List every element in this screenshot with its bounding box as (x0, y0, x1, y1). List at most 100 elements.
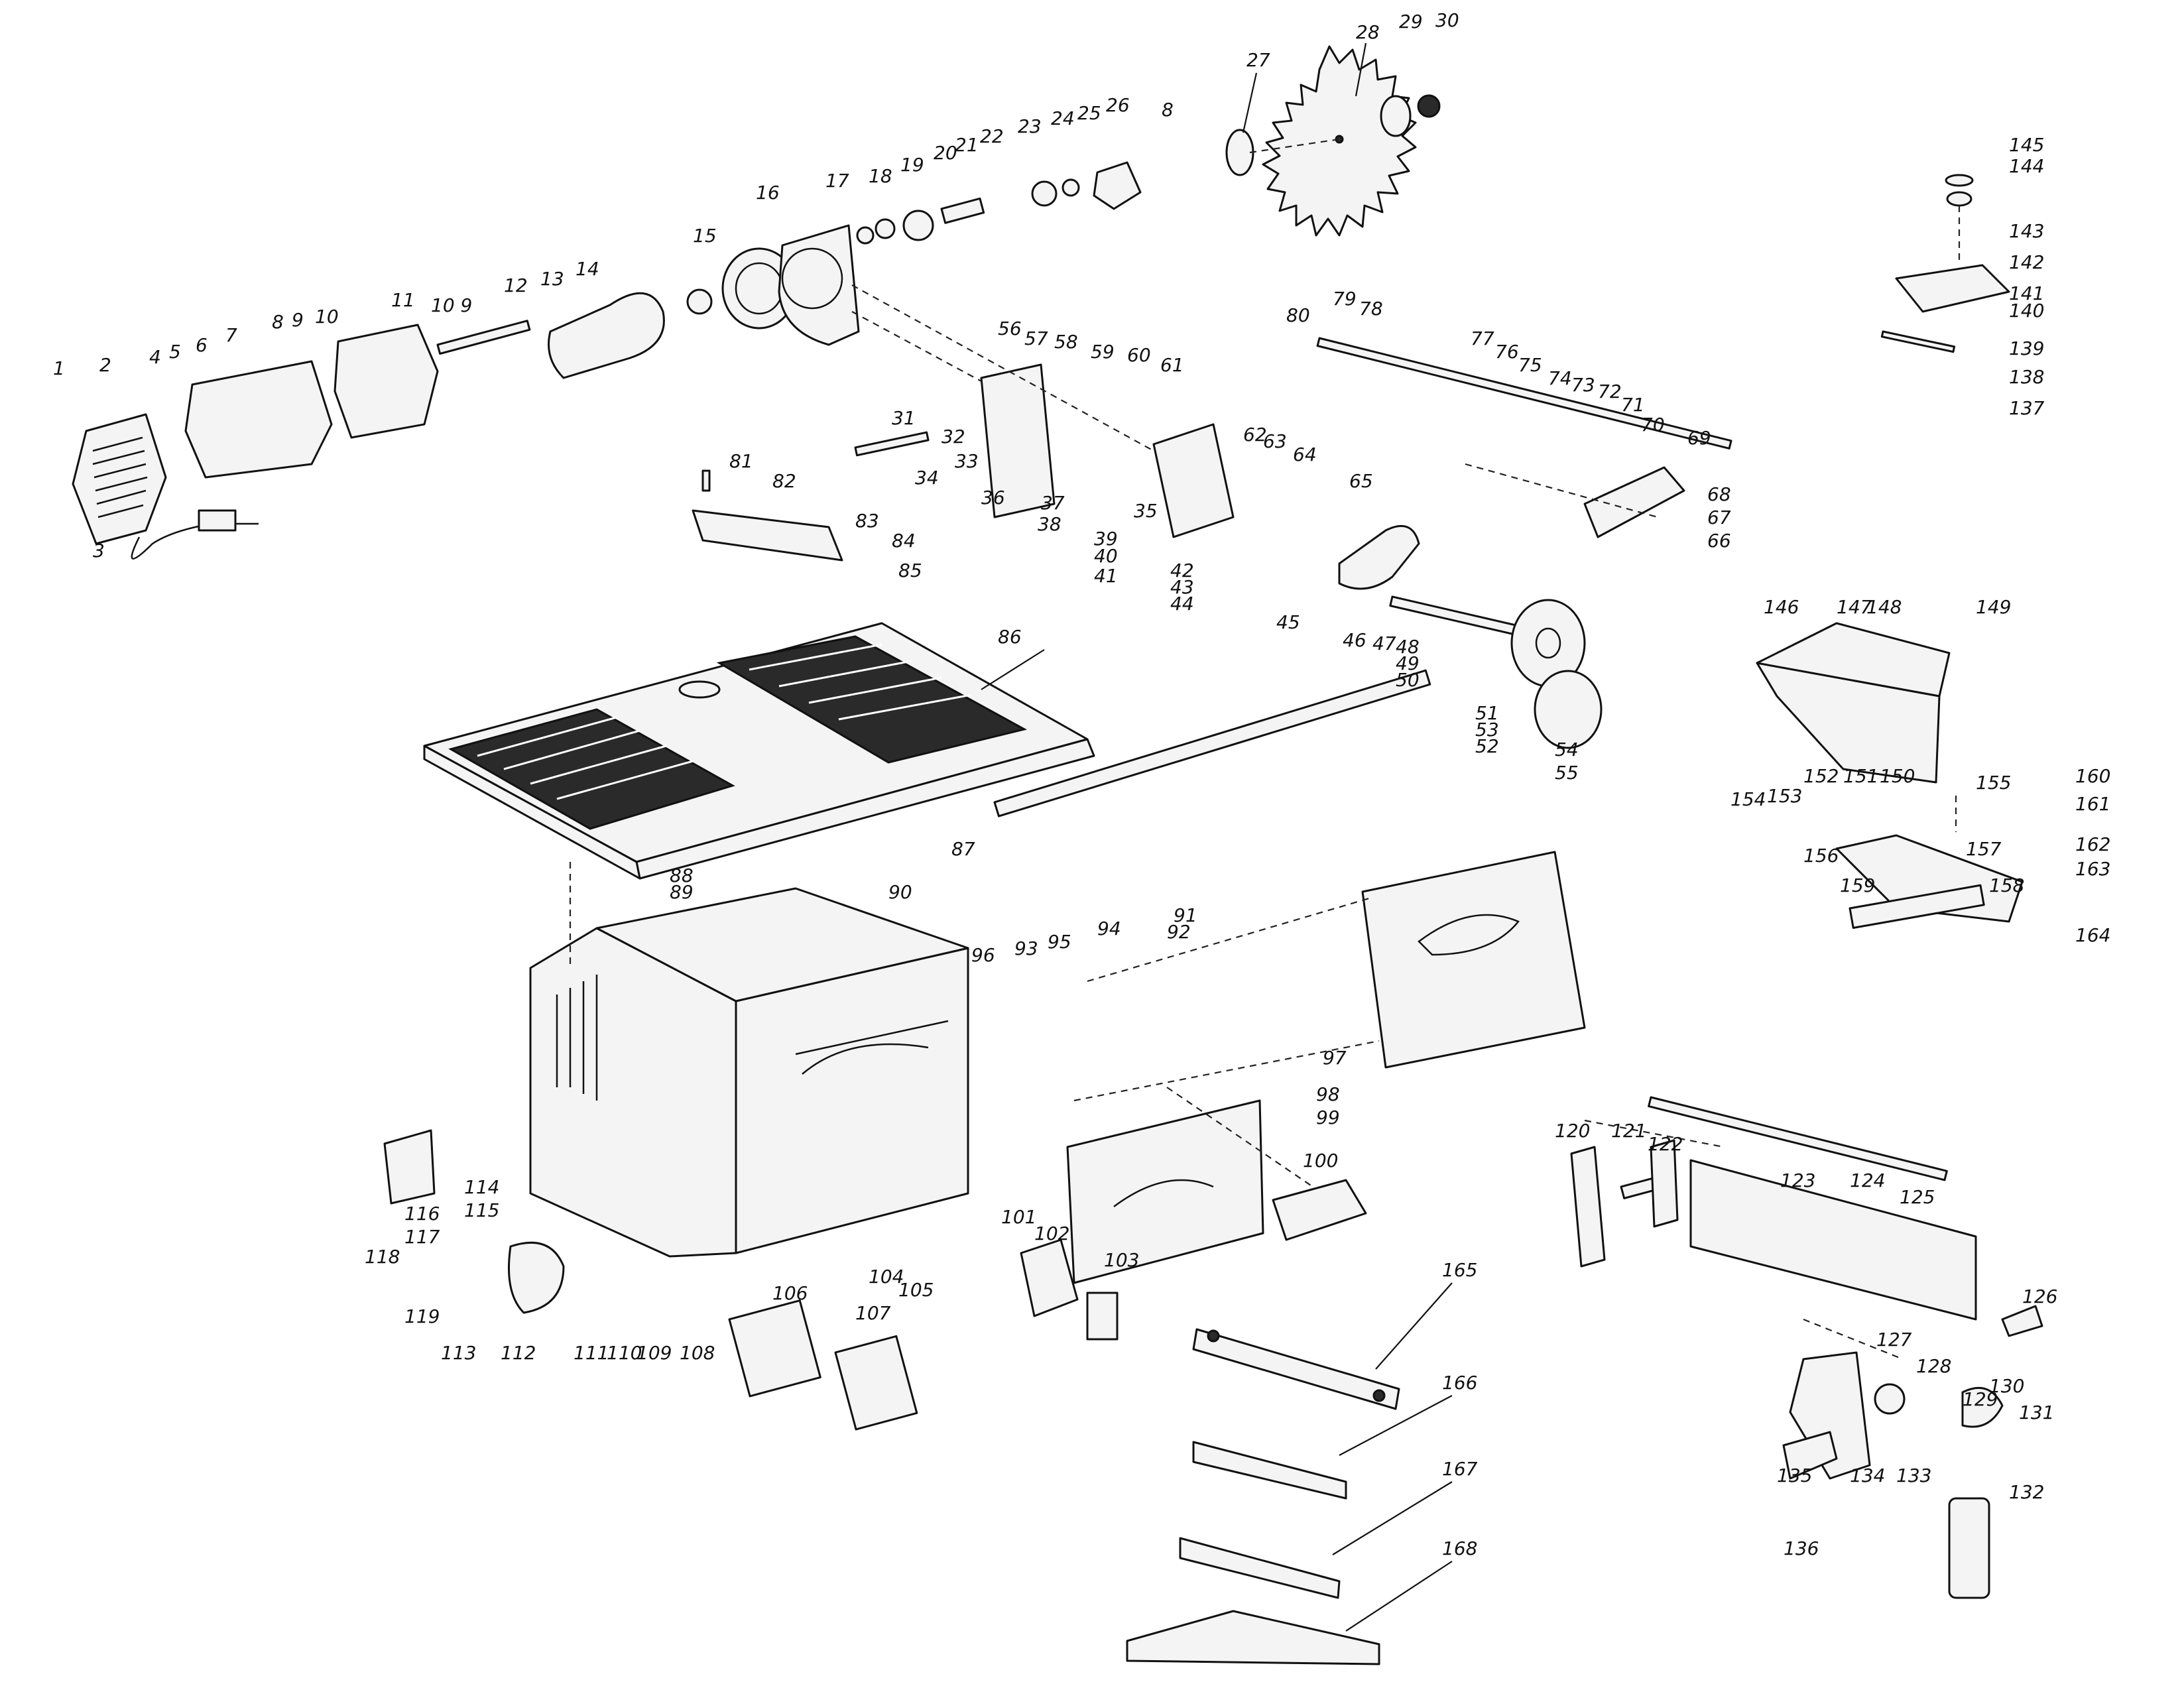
callout-165: 165 (1442, 1259, 1477, 1281)
callout-31: 31 (892, 407, 916, 429)
callout-38: 38 (1038, 513, 1062, 535)
callout-113: 113 (441, 1342, 476, 1364)
callout-139: 139 (2009, 337, 2044, 359)
callout-83: 83 (855, 510, 879, 532)
fence-bracket-127 (1789, 1351, 1871, 1480)
callout-76: 76 (1495, 341, 1519, 363)
callout-122: 122 (1648, 1133, 1683, 1155)
spindle-21 (940, 197, 985, 224)
blade-guard-assembly (1756, 622, 2024, 930)
saw-blade (1262, 45, 1441, 237)
callout-161: 161 (2075, 793, 2110, 815)
callout-63: 63 (1263, 430, 1287, 452)
motor-assembly (72, 129, 1254, 560)
field-stator (334, 324, 439, 439)
callout-86: 86 (998, 626, 1022, 648)
base-frame (383, 851, 1586, 1431)
callout-118: 118 (365, 1246, 400, 1268)
callout-148: 148 (1866, 596, 1902, 618)
callout-26: 26 (1106, 94, 1130, 116)
callout-22: 22 (980, 125, 1004, 147)
wrench-167 (1179, 1537, 1341, 1599)
callout-152: 152 (1803, 765, 1839, 787)
callout-29: 29 (1399, 11, 1423, 32)
callout-131: 131 (2019, 1402, 2054, 1423)
rip-fence-assembly (1570, 1096, 2043, 1599)
callout-labels: 1 2 3 4 5 6 7 8 9 10 10 9 11 12 13 14 15… (53, 9, 2110, 1559)
push-stick (1126, 1610, 1380, 1665)
blade-flange (1380, 95, 1412, 137)
callout-129: 129 (1963, 1388, 1998, 1410)
gear-20 (902, 210, 934, 241)
shaft-79 (1316, 337, 1732, 450)
callout-90: 90 (888, 881, 912, 903)
callout-114: 114 (464, 1176, 499, 1198)
bearing-25 (1062, 178, 1080, 197)
callout-110: 110 (607, 1342, 642, 1364)
table-side-edge (423, 745, 641, 880)
callout-162: 162 (2075, 833, 2110, 855)
knob-145 (1945, 174, 1974, 187)
callout-57: 57 (1024, 328, 1048, 349)
callout-42: 42 (1170, 560, 1194, 581)
washer-19 (875, 218, 896, 239)
callout-7: 7 (225, 324, 237, 346)
washer-18 (856, 226, 875, 245)
callout-99: 99 (1316, 1107, 1340, 1128)
callout-117: 117 (404, 1226, 440, 1248)
callout-56: 56 (998, 318, 1022, 339)
callout-27: 27 (1246, 49, 1270, 71)
callout-100: 100 (1303, 1150, 1338, 1172)
assembly-lines (569, 138, 1961, 1360)
callout-6: 6 (196, 334, 208, 356)
callout-96: 96 (971, 944, 995, 966)
switch-cover (834, 1335, 918, 1431)
inner-flange-27 (1225, 129, 1254, 176)
callout-168: 168 (1442, 1537, 1477, 1559)
callout-163: 163 (2075, 858, 2110, 880)
pin-31 (854, 431, 930, 457)
callout-43: 43 (1170, 576, 1194, 598)
callout-88: 88 (670, 865, 694, 886)
fence-clamp-120 (1570, 1146, 1606, 1268)
callout-17: 17 (825, 170, 849, 192)
callout-77: 77 (1471, 328, 1494, 349)
callout-128: 128 (1916, 1355, 1951, 1377)
callout-141: 141 (2009, 282, 2044, 304)
callout-155: 155 (1976, 772, 2011, 794)
callout-124: 124 (1850, 1170, 1885, 1191)
callout-62: 62 (1243, 424, 1267, 446)
callout-4: 4 (149, 346, 161, 368)
callout-106: 106 (772, 1282, 808, 1304)
callout-146: 146 (1764, 596, 1799, 618)
callout-121: 121 (1611, 1120, 1646, 1142)
callout-123: 123 (1780, 1170, 1815, 1191)
callout-102: 102 (1034, 1223, 1069, 1244)
lock-130 (1961, 1386, 2004, 1428)
callout-132: 132 (2009, 1481, 2044, 1503)
foot-103 (1086, 1292, 1119, 1341)
callout-112: 112 (501, 1342, 536, 1364)
callout-49: 49 (1396, 652, 1420, 674)
callout-109: 109 (637, 1342, 672, 1364)
knob-128 (1874, 1383, 1906, 1415)
dust-port (508, 1241, 565, 1314)
callout-149: 149 (1976, 596, 2011, 618)
spring-121 (1620, 1177, 1658, 1199)
callout-33: 33 (955, 450, 979, 472)
callout-136: 136 (1784, 1537, 1819, 1559)
callout-59: 59 (1091, 341, 1115, 363)
callout-104: 104 (869, 1266, 904, 1288)
callout-138: 138 (2009, 366, 2044, 388)
callout-140: 140 (2009, 300, 2044, 322)
callout-156: 156 (1803, 845, 1839, 867)
callout-72: 72 (1598, 381, 1622, 402)
callout-5: 5 (169, 341, 181, 363)
bearing-15 (686, 288, 713, 315)
motor-shaft-bolts (436, 320, 531, 355)
bearing-24 (1031, 180, 1058, 207)
callout-119: 119 (404, 1305, 440, 1327)
foot-102 (1020, 1238, 1079, 1317)
callout-73: 73 (1571, 374, 1595, 396)
base-rear-panel (1066, 1099, 1264, 1284)
